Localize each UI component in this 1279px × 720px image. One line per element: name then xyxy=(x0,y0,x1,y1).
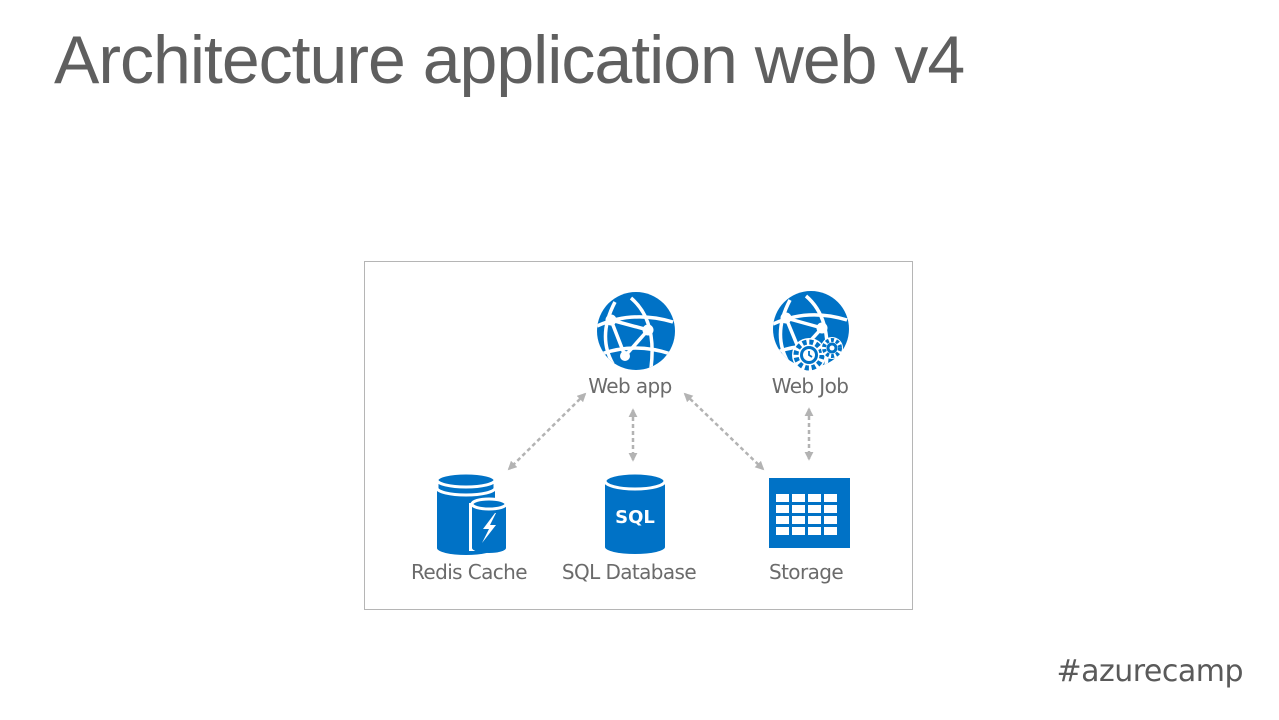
web-job-globe-gear-icon xyxy=(773,291,849,372)
event-hashtag: #azurecamp xyxy=(1056,654,1243,689)
redis-cache-cylinders-icon xyxy=(435,471,509,555)
edge-web-app-redis-cache xyxy=(507,392,587,471)
node-label-storage: Storage xyxy=(769,560,843,584)
node-label-web-job: Web Job xyxy=(772,374,849,398)
node-label-redis-cache: Redis Cache xyxy=(411,560,527,584)
edge-web-app-storage xyxy=(683,392,765,471)
diagram-canvas: SQL xyxy=(411,291,850,584)
node-label-web-app: Web app xyxy=(588,374,671,398)
sql-database-cylinder-icon: SQL xyxy=(603,471,667,554)
node-label-sql-database: SQL Database xyxy=(562,560,696,584)
architecture-diagram: SQL xyxy=(364,261,913,610)
slide-title: Architecture application web v4 xyxy=(54,22,965,98)
web-app-globe-icon xyxy=(597,292,675,370)
sql-badge-text: SQL xyxy=(615,507,655,528)
storage-table-icon xyxy=(769,478,850,548)
